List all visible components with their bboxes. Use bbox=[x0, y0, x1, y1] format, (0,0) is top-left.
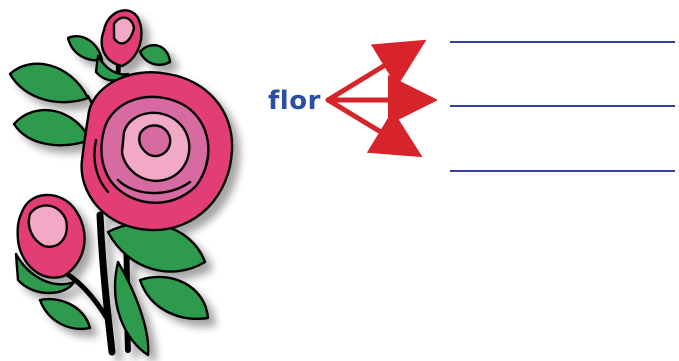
answer-line-1[interactable] bbox=[450, 41, 675, 43]
leaf bbox=[12, 108, 92, 147]
answer-line-2[interactable] bbox=[450, 105, 675, 107]
rose-bouquet-illustration: .leaf { fill: #2e9a4e; } .rose-main { fi… bbox=[8, 9, 234, 357]
leaf bbox=[138, 275, 210, 320]
answer-line-3[interactable] bbox=[450, 170, 675, 172]
arrow-upper bbox=[325, 39, 427, 103]
prompt-word: flor bbox=[268, 86, 321, 116]
leaf bbox=[8, 62, 90, 104]
leaf bbox=[138, 43, 172, 66]
leaf bbox=[38, 297, 92, 331]
leaf bbox=[113, 260, 150, 357]
arrow-lower bbox=[325, 97, 423, 158]
stem bbox=[96, 211, 116, 356]
